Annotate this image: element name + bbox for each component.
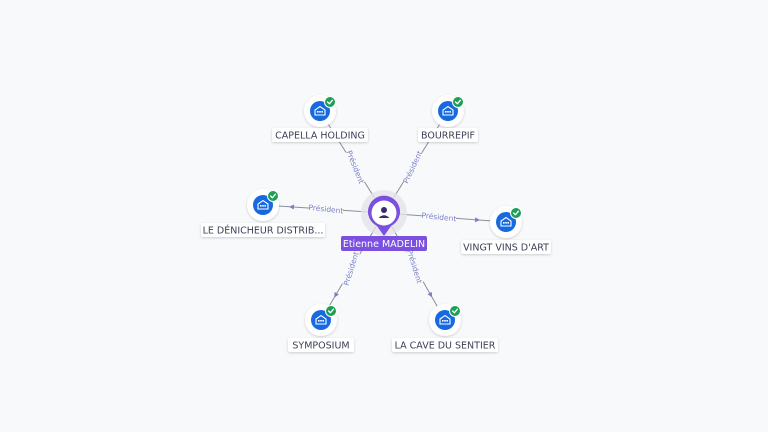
company-node[interactable]: LE DÉNICHEUR DISTRIB...: [201, 189, 325, 237]
edge-label-bg: [401, 149, 424, 185]
verified-check-icon: [324, 96, 336, 108]
edge-label-bg: [345, 149, 367, 185]
edge-arrow: [427, 291, 433, 298]
person-icon: [378, 207, 390, 218]
company-building-icon: [500, 216, 512, 227]
edge-arrow: [288, 204, 295, 210]
company-label-box: [461, 240, 551, 254]
company-name: LA CAVE DU SENTIER: [395, 341, 496, 352]
company-name: BOURREPIF: [421, 131, 475, 142]
company-building-icon: [442, 105, 454, 116]
edge-label: Président: [401, 149, 424, 185]
company-building-icon: [314, 105, 326, 116]
company-label-box: [201, 223, 325, 237]
person-node[interactable]: Etienne MADELIN: [341, 190, 427, 251]
company-node[interactable]: CAPELLA HOLDING: [272, 95, 368, 142]
company-node[interactable]: VINGT VINS D'ART: [461, 206, 551, 254]
edge-label-bg: [405, 248, 425, 284]
company-name: LE DÉNICHEUR DISTRIB...: [203, 225, 324, 237]
verified-check-icon: [267, 190, 279, 202]
company-label-box: [272, 128, 368, 142]
edge-label: Président: [342, 251, 361, 287]
nodes-layer: CAPELLA HOLDING BOURREPIF LE DÉNICHEUR DIS…: [201, 95, 551, 352]
person-name-badge: [341, 236, 427, 251]
company-building-icon: [257, 199, 269, 210]
company-building-icon: [315, 314, 327, 325]
company-label-box: [288, 338, 354, 352]
person-name: Etienne MADELIN: [343, 239, 425, 250]
company-name: VINGT VINS D'ART: [463, 243, 549, 254]
company-building-icon: [439, 314, 451, 325]
edge-label: Président: [308, 203, 344, 216]
company-node[interactable]: LA CAVE DU SENTIER: [392, 304, 498, 352]
edge-label: Président: [344, 149, 365, 185]
edge-label-bg: [421, 210, 457, 223]
verified-check-icon: [325, 305, 337, 317]
company-label-box: [392, 338, 498, 352]
company-node[interactable]: BOURREPIF: [418, 95, 478, 142]
verified-check-icon: [510, 207, 522, 219]
edge-label: Président: [405, 248, 424, 284]
company-node[interactable]: SYMPOSIUM: [288, 304, 354, 352]
verified-check-icon: [452, 96, 464, 108]
edge-label: Président: [421, 211, 457, 224]
company-name: CAPELLA HOLDING: [275, 131, 365, 142]
verified-check-icon: [449, 305, 461, 317]
edge-arrow: [334, 292, 339, 298]
edge-label-bg: [308, 202, 344, 215]
edge-label-bg: [341, 250, 361, 287]
edge-arrow: [474, 217, 481, 223]
company-name: SYMPOSIUM: [292, 341, 349, 352]
company-label-box: [418, 128, 478, 142]
